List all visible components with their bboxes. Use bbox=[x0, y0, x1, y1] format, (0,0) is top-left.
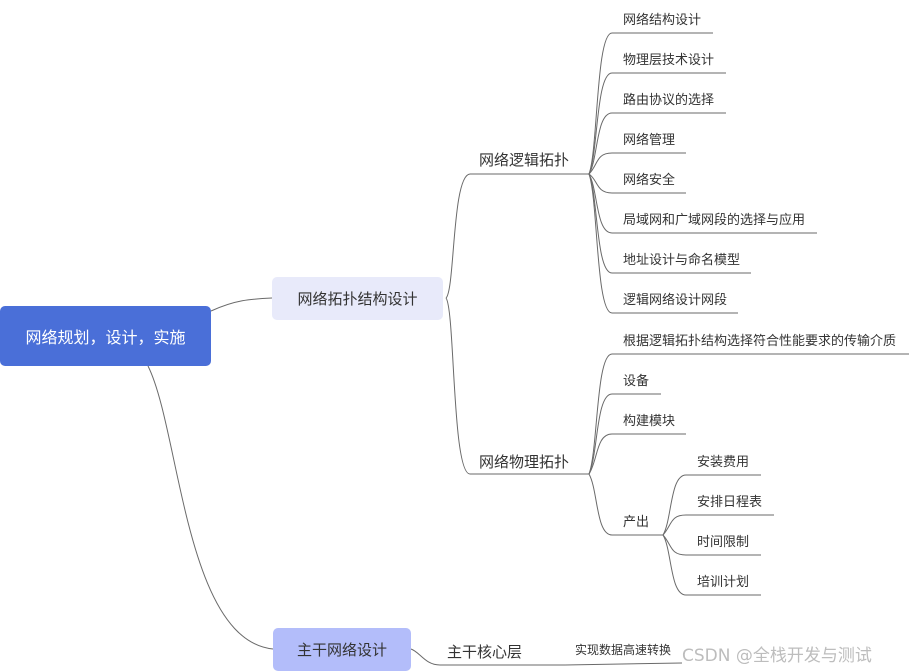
leaf-node[interactable]: 安排日程表 bbox=[697, 495, 763, 510]
node-output[interactable]: 产出 bbox=[623, 515, 650, 530]
branch-topology-design[interactable]: 网络拓扑结构设计 bbox=[272, 277, 443, 320]
leaf-node[interactable]: 逻辑网络设计网段 bbox=[623, 293, 728, 308]
branch-backbone-design[interactable]: 主干网络设计 bbox=[273, 628, 411, 671]
leaf-node[interactable]: 网络管理 bbox=[623, 133, 676, 148]
node-backbone-core[interactable]: 主干核心层 bbox=[447, 643, 523, 661]
leaf-node[interactable]: 物理层技术设计 bbox=[623, 53, 715, 68]
link-topology-logical bbox=[445, 173, 589, 299]
leaf-node[interactable]: 路由协议的选择 bbox=[623, 93, 715, 108]
node-physical-topology[interactable]: 网络物理拓扑 bbox=[479, 453, 570, 471]
root-node[interactable]: 网络规划，设计，实施 bbox=[0, 306, 211, 366]
leaf-node[interactable]: 根据逻辑拓扑结构选择符合性能要求的传输介质 bbox=[623, 334, 897, 349]
leaf-node[interactable]: 时间限制 bbox=[697, 535, 750, 550]
link-root-backbone bbox=[147, 365, 274, 650]
leaf-node[interactable]: 设备 bbox=[623, 374, 650, 389]
leaf-node[interactable]: 培训计划 bbox=[697, 575, 750, 590]
leaf-node[interactable]: 安装费用 bbox=[697, 455, 750, 470]
leaf-node[interactable]: 构建模块 bbox=[623, 414, 676, 429]
node-logical-topology[interactable]: 网络逻辑拓扑 bbox=[479, 151, 570, 169]
leaf-node[interactable]: 网络安全 bbox=[623, 173, 676, 188]
link-root-topology bbox=[210, 297, 273, 312]
leaf-node[interactable]: 地址设计与命名模型 bbox=[623, 253, 741, 268]
leaf-node[interactable]: 实现数据高速转换 bbox=[575, 643, 672, 657]
watermark: CSDN @全栈开发与测试 bbox=[682, 646, 872, 666]
leaf-node[interactable]: 网络结构设计 bbox=[623, 13, 702, 28]
leaf-node[interactable]: 局域网和广域网段的选择与应用 bbox=[623, 213, 806, 228]
link-topology-physical bbox=[445, 297, 589, 475]
